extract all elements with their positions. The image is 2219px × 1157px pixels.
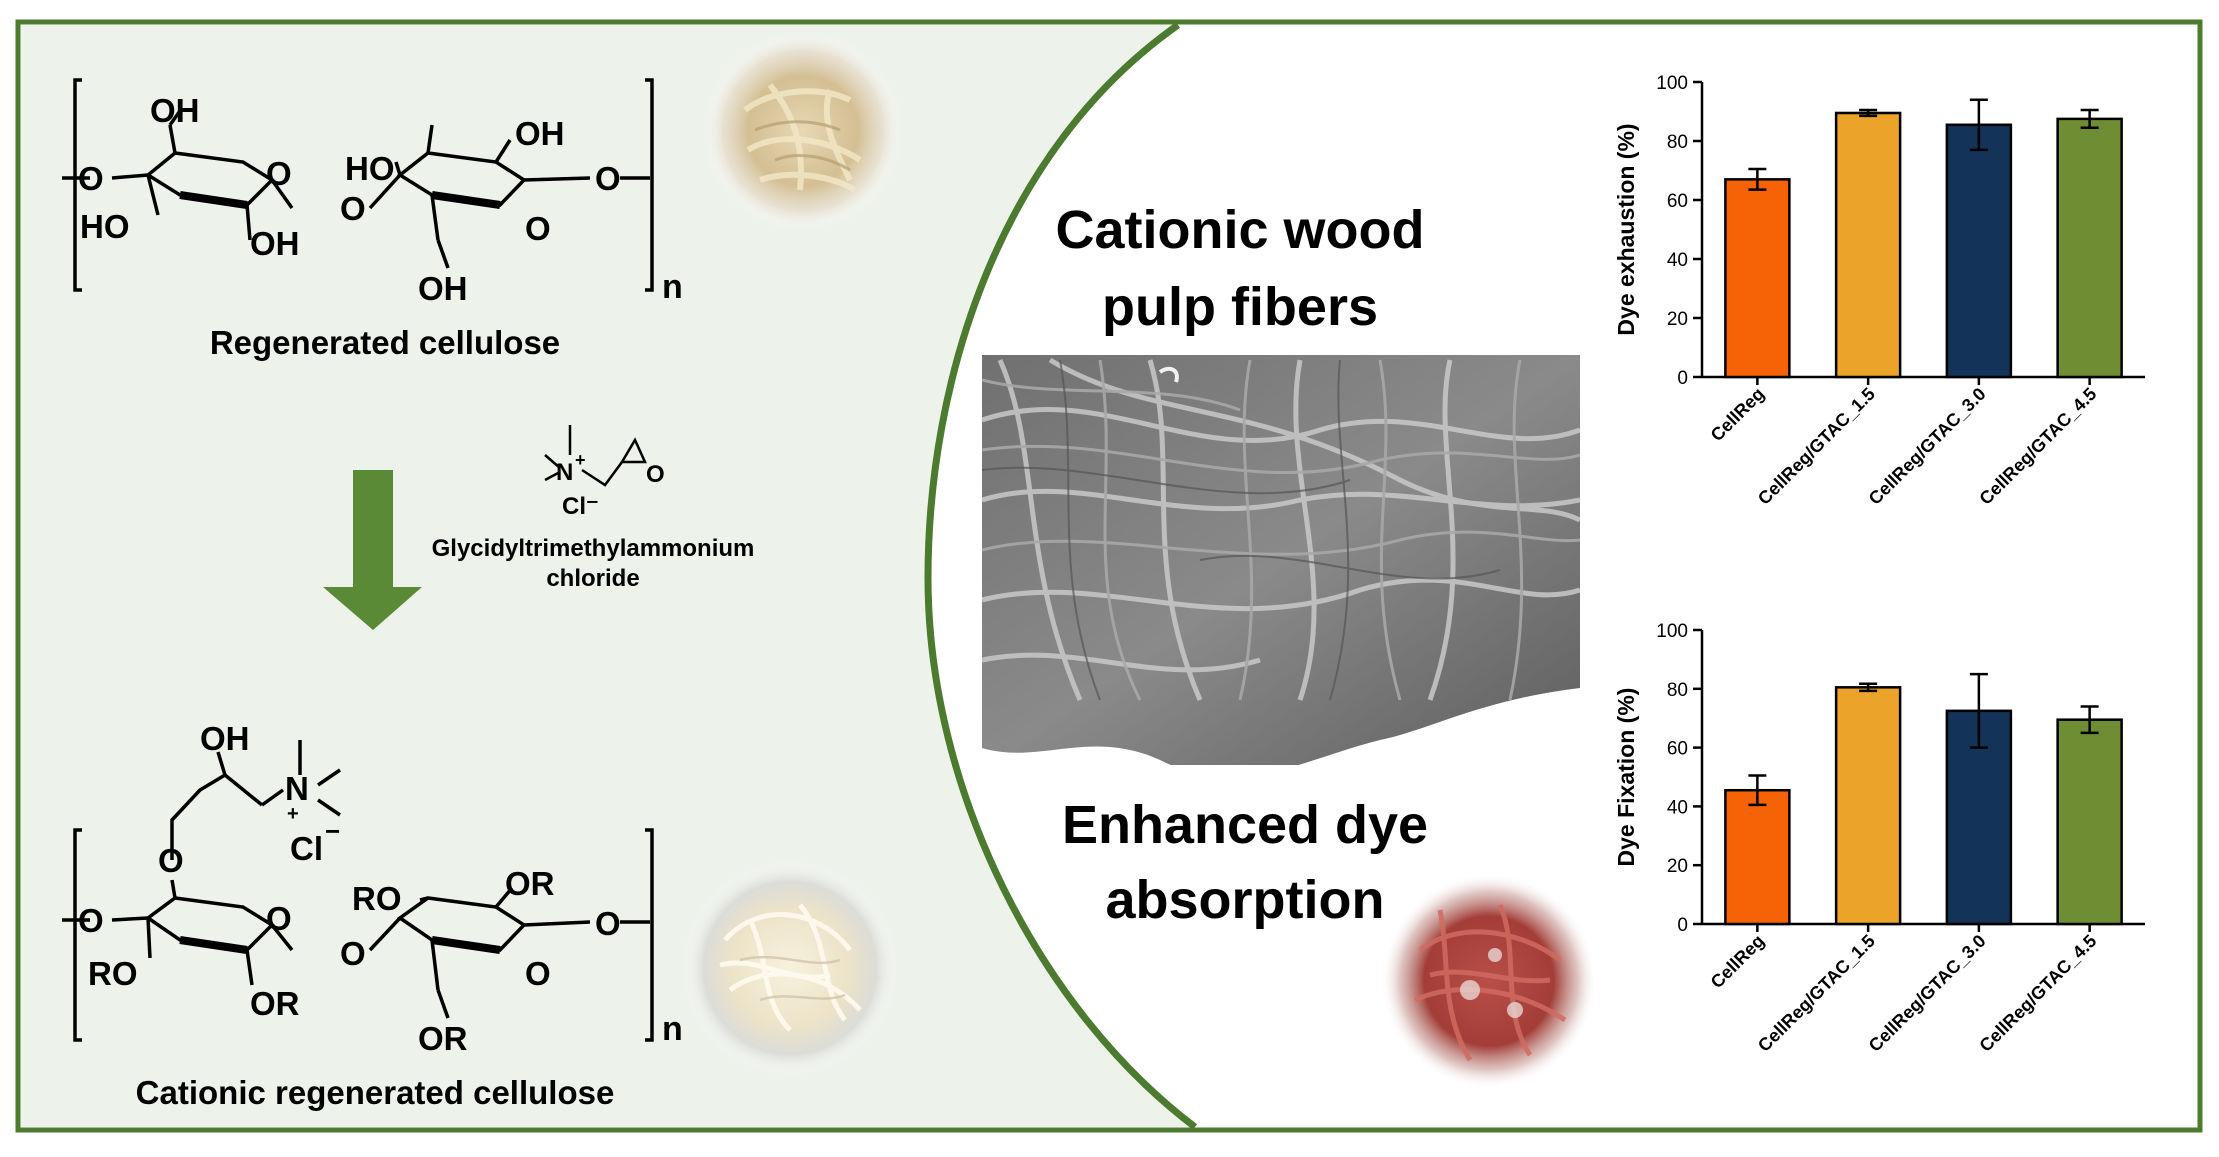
right-bracket bbox=[645, 78, 654, 292]
repeat-n-2: n bbox=[662, 1010, 683, 1048]
atom-ro-ring2: RO bbox=[352, 880, 402, 917]
reagent-plus: + bbox=[575, 450, 586, 470]
atom-o-right-2: O bbox=[595, 905, 621, 942]
title-line1: Cationic wood bbox=[1056, 200, 1425, 260]
exhaustion-bar bbox=[1834, 111, 1902, 379]
dye-line2: absorption bbox=[1106, 870, 1385, 930]
atom-o-left: O bbox=[78, 160, 104, 197]
atom-oh-ring2-top: OH bbox=[515, 115, 565, 152]
fixation-y-tick-label: 80 bbox=[1667, 680, 1688, 701]
exhaustion-y-axis-label: Dye exhaustion (%) bbox=[1613, 123, 1639, 335]
atom-o-bridge: O bbox=[340, 190, 366, 227]
reagent-n: N bbox=[556, 459, 573, 486]
atom-o-left-2: O bbox=[78, 902, 104, 939]
fixation-y-tick-label: 100 bbox=[1656, 621, 1688, 642]
fixation-y-tick-label: 0 bbox=[1677, 915, 1688, 936]
exhaustion-y-tick-label: 80 bbox=[1667, 132, 1688, 153]
atom-oh-ring1-bottom: OH bbox=[250, 225, 300, 262]
atom-or-ring1-bottom: OR bbox=[250, 985, 300, 1022]
atom-or-ring2-top: OR bbox=[505, 865, 555, 902]
fixation-y-axis-label: Dye Fixation (%) bbox=[1613, 688, 1639, 867]
repeat-n: n bbox=[662, 268, 683, 306]
exhaustion-y-tick-label: 20 bbox=[1667, 309, 1688, 330]
cationic-cellulose-atoms: OH N + Cl − O O RO OR O O RO OR O O OR n bbox=[78, 720, 683, 1057]
atom-o-sidechain: O bbox=[158, 842, 184, 879]
exhaustion-y-tick-label: 100 bbox=[1656, 73, 1688, 94]
exhaustion-bar bbox=[1945, 123, 2013, 379]
exhaustion-y-tick-label: 40 bbox=[1667, 250, 1688, 271]
atom-cl: Cl bbox=[290, 830, 323, 867]
title-line2: pulp fibers bbox=[1102, 277, 1378, 337]
reaction-arrow bbox=[323, 470, 422, 630]
fixation-y-tick-label: 40 bbox=[1667, 797, 1688, 818]
reagent-structure bbox=[544, 425, 647, 487]
fixation-y-tick-label: 60 bbox=[1667, 739, 1688, 760]
atom-ho-ring2: HO bbox=[345, 150, 395, 187]
reagent-o: O bbox=[646, 461, 665, 488]
atom-oh-top-left: OH bbox=[150, 92, 200, 129]
fixation-bar bbox=[1834, 686, 1902, 926]
fixation-bar bbox=[2056, 718, 2123, 926]
dye-line1: Enhanced dye bbox=[1062, 795, 1428, 855]
left-bracket-2 bbox=[73, 828, 82, 1042]
atom-n-plus: N bbox=[285, 770, 309, 807]
reagent-name-line1: Glycidyltrimethylammonium bbox=[432, 535, 755, 562]
exhaustion-bar bbox=[1724, 178, 1791, 379]
atom-oh-ring2-bottom: OH bbox=[418, 270, 468, 307]
outer-border bbox=[15, 19, 2203, 1133]
atom-o-ring2: O bbox=[525, 210, 551, 247]
atom-minus: − bbox=[325, 816, 340, 846]
atom-plus: + bbox=[287, 803, 299, 825]
regenerated-cellulose-photo bbox=[703, 31, 903, 231]
sem-fiber-image bbox=[982, 355, 1580, 765]
dyed-fiber-photo bbox=[1381, 873, 1597, 1089]
reagent-cl: Cl⁻ bbox=[562, 493, 599, 520]
atom-o-ring2-2: O bbox=[525, 955, 551, 992]
atom-ro-ring1: RO bbox=[88, 955, 138, 992]
cationic-cellulose-photo bbox=[682, 860, 898, 1076]
fixation-bar bbox=[1724, 788, 1791, 926]
fixation-y-tick-label: 20 bbox=[1667, 856, 1688, 877]
exhaustion-y-tick-label: 60 bbox=[1667, 191, 1688, 212]
left-bracket bbox=[73, 78, 82, 292]
left-panel bbox=[21, 25, 1195, 1127]
atom-o-ring1-2: O bbox=[266, 900, 292, 937]
right-bracket-2 bbox=[645, 828, 654, 1042]
atom-ho-ring1: HO bbox=[80, 208, 130, 245]
atom-or-ring2-bottom: OR bbox=[418, 1020, 468, 1057]
cationic-cellulose-structure bbox=[62, 740, 654, 1042]
regenerated-cellulose-structure bbox=[62, 78, 654, 292]
label-regenerated-cellulose: Regenerated cellulose bbox=[210, 324, 560, 361]
panel-curve-divider bbox=[924, 22, 1198, 1130]
label-cationic-regenerated-cellulose: Cationic regenerated cellulose bbox=[136, 1074, 615, 1111]
atom-o-ring1: O bbox=[266, 155, 292, 192]
reagent-name-line2: chloride bbox=[546, 565, 639, 592]
exhaustion-y-tick-label: 0 bbox=[1677, 368, 1688, 389]
atom-o-right: O bbox=[595, 160, 621, 197]
exhaustion-bar bbox=[2056, 117, 2123, 379]
atom-oh-sidechain: OH bbox=[200, 720, 250, 757]
atom-o-bridge-2: O bbox=[340, 935, 366, 972]
regenerated-cellulose-atoms: OH O HO OH O O HO OH O O OH n bbox=[78, 92, 683, 307]
